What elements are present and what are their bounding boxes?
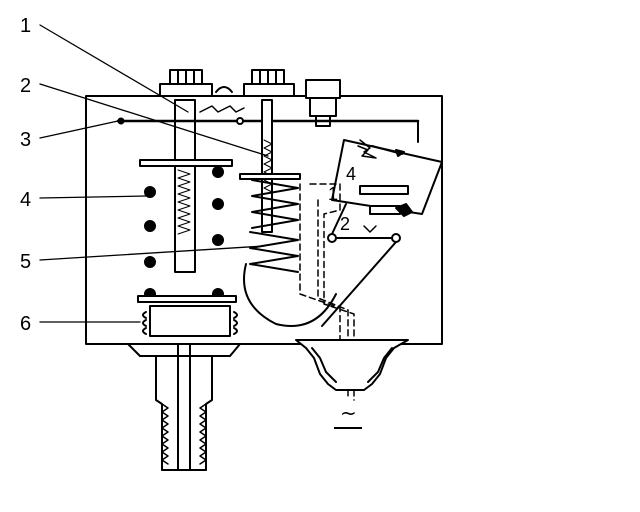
- callout-3: 3: [20, 129, 31, 151]
- callout-2: 2: [20, 75, 31, 97]
- pressure-connection: [127, 343, 241, 471]
- switch-mechanism: [321, 139, 443, 327]
- cable-gland: [295, 339, 409, 391]
- top-adjust-screws: [159, 69, 341, 127]
- inner-label-4: 4: [346, 164, 356, 184]
- differential-spring-assembly: [239, 99, 301, 233]
- ac-symbol: ~: [340, 401, 357, 425]
- range-screw-assembly: [139, 99, 233, 273]
- callout-1: 1: [20, 15, 31, 37]
- callout-5: 5: [20, 251, 31, 273]
- range-spring: [137, 166, 237, 303]
- main-spring: [243, 231, 337, 327]
- callout-4: 4: [20, 189, 31, 211]
- callout-6: 6: [20, 313, 31, 335]
- inner-label-1: 1: [328, 184, 338, 204]
- inner-label-2: 2: [340, 214, 350, 234]
- bellows: [142, 305, 238, 337]
- callout-leaders: [39, 24, 269, 323]
